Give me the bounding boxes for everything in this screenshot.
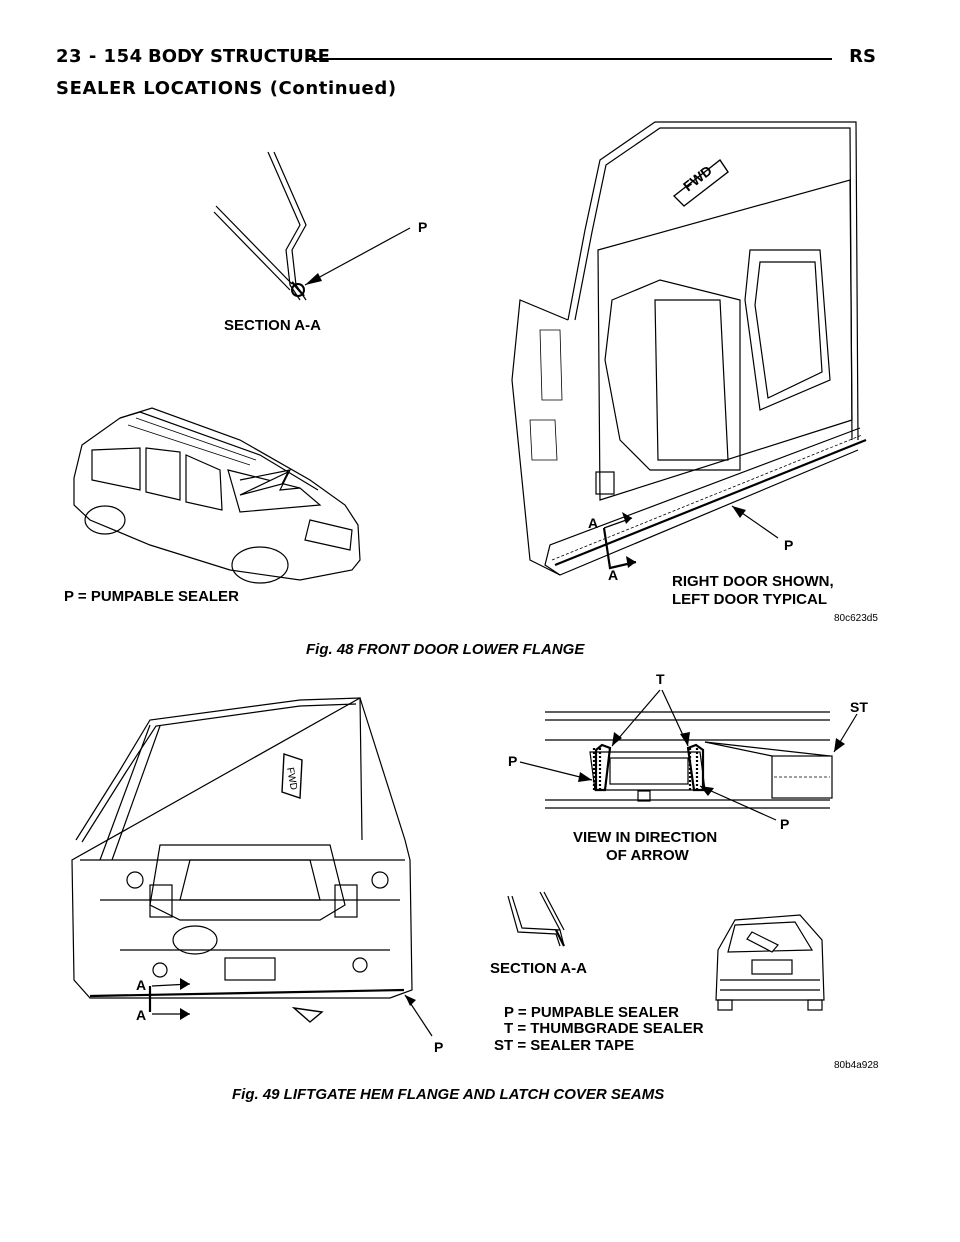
label-p-top: P — [418, 219, 427, 235]
section-a-a-detail — [213, 151, 411, 301]
label-fwd-liftgate: FWD — [284, 767, 299, 791]
label-section-a-a: SECTION A-A — [224, 317, 321, 334]
header-rule — [308, 58, 832, 60]
rear-minivan-illustration — [715, 914, 825, 1011]
label-a-lower-door: A — [608, 567, 618, 583]
label-legend-thumbgrade: T = THUMBGRADE SEALER — [504, 1020, 704, 1037]
label-legend-p: P = PUMPABLE SEALER — [64, 588, 239, 605]
label-legend-pumpable: P = PUMPABLE SEALER — [504, 1004, 679, 1021]
liftgate-illustration — [71, 697, 413, 1023]
label-view-2: OF ARROW — [606, 847, 690, 864]
label-a-upper-door: A — [588, 515, 598, 531]
section-marker-a — [602, 512, 637, 570]
label-a-lower-liftgate: A — [136, 1007, 146, 1023]
page-number: 23 - 154 — [56, 46, 143, 67]
figure-48-code: 80c623d5 — [834, 613, 878, 624]
label-st: ST — [850, 699, 868, 715]
label-p-right-view: P — [780, 816, 789, 832]
label-a-upper-liftgate: A — [136, 977, 146, 993]
label-t: T — [656, 671, 665, 687]
label-view-1: VIEW IN DIRECTION — [573, 829, 717, 846]
subheading: SEALER LOCATIONS (Continued) — [56, 78, 397, 99]
figure-48-caption: Fig. 48 FRONT DOOR LOWER FLANGE — [306, 641, 585, 658]
model-code: RS — [849, 46, 876, 67]
minivan-illustration — [73, 407, 361, 584]
section-a-a-liftgate-detail — [507, 891, 565, 947]
page-header: 23 - 154 BODY STRUCTURE RS — [56, 46, 876, 74]
figure-49-caption: Fig. 49 LIFTGATE HEM FLANGE AND LATCH CO… — [232, 1086, 665, 1103]
label-door-note-1: RIGHT DOOR SHOWN, — [672, 573, 834, 590]
label-p-bottom-liftgate: P — [434, 1039, 443, 1055]
latch-cover-view — [519, 689, 858, 821]
figure-49-code: 80b4a928 — [834, 1060, 879, 1071]
label-p-bottom-door: P — [784, 537, 793, 553]
label-door-note-2: LEFT DOOR TYPICAL — [672, 591, 827, 608]
section-title: BODY STRUCTURE — [148, 46, 330, 67]
label-section-a-a-liftgate: SECTION A-A — [490, 960, 587, 977]
label-legend-tape: ST = SEALER TAPE — [494, 1037, 634, 1054]
label-p-left-view: P — [508, 753, 517, 769]
